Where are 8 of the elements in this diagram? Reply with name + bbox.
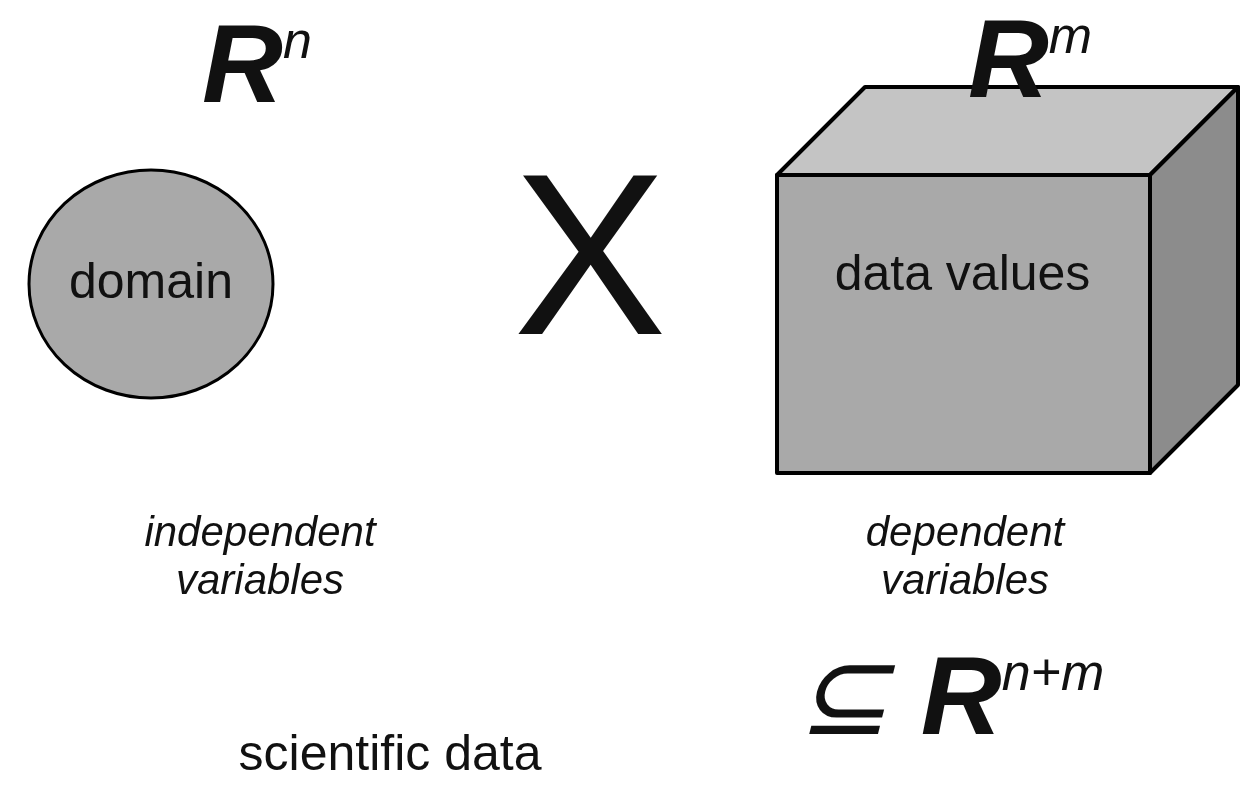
caption-text: dependent variables <box>864 508 1067 605</box>
math-expression: ⊆ R$^{n+m}$ <box>794 640 1106 752</box>
math-heading: R$^{n}$ <box>201 8 313 120</box>
caption-text: independent variables <box>143 508 378 605</box>
times-symbol: X <box>512 140 668 370</box>
node-label: data values <box>833 245 1092 303</box>
node-label: domain <box>68 253 234 311</box>
caption-text: scientific data <box>237 728 543 778</box>
